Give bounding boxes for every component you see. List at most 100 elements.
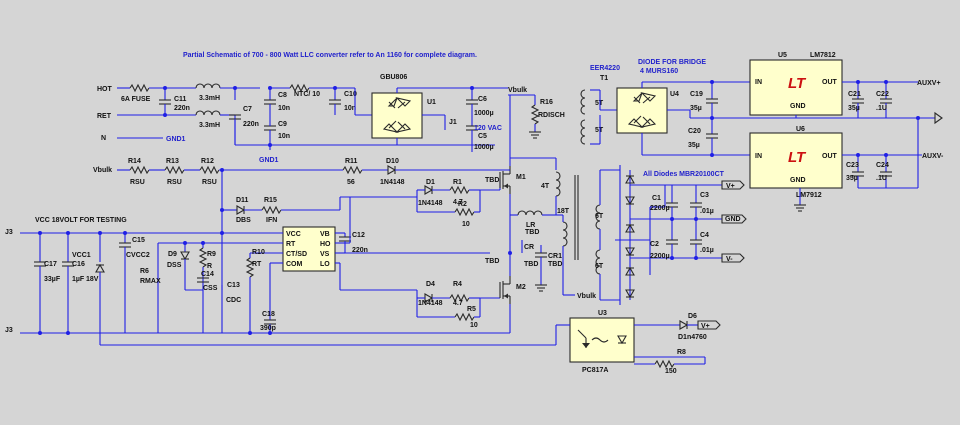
svg-text:.01µ: .01µ [700,208,714,215]
resistor-r11 [342,166,363,174]
capacitor-cr1 [534,252,548,258]
resistor-r15 [261,206,282,214]
svg-text:COM: COM [286,261,303,268]
svg-text:C11: C11 [174,96,187,103]
capacitor-c22 [879,98,893,104]
svg-text:C12: C12 [352,232,365,239]
svg-text:CR1: CR1 [548,253,562,260]
optocoupler-u3 [569,317,635,363]
svg-text:3.3mH: 3.3mH [199,95,220,102]
regulator-u5-lm7812 [749,59,843,116]
svg-text:CT/SD: CT/SD [286,251,307,258]
svg-text:10n: 10n [278,133,290,140]
svg-text:OUT: OUT [822,153,838,160]
svg-text:10: 10 [470,322,478,329]
svg-text:RSU: RSU [202,179,217,186]
svg-text:.1U: .1U [876,105,887,112]
capacitor-c20 [705,133,719,139]
svg-text:R4: R4 [453,281,462,288]
svg-text:C4: C4 [700,232,709,239]
svg-text:V-: V- [726,256,733,263]
svg-text:1µF: 1µF [72,276,85,283]
svg-text:C14: C14 [201,271,214,278]
svg-text:C24: C24 [876,162,889,169]
svg-text:D1n4760: D1n4760 [678,334,707,341]
svg-text:4T: 4T [541,183,550,190]
resistor-r9 [199,247,207,268]
svg-text:OUT: OUT [822,79,838,86]
svg-text:R16: R16 [540,99,553,106]
svg-text:IN: IN [755,79,762,86]
svg-text:C13: C13 [227,282,240,289]
svg-text:D6: D6 [688,313,697,320]
svg-text:CDC: CDC [226,297,241,304]
capacitor-c11 [158,99,172,105]
svg-text:U3: U3 [598,310,607,317]
svg-text:R1: R1 [453,179,462,186]
resistor-r14 [129,166,150,174]
svg-text:TBD: TBD [485,177,499,184]
svg-text:.01µ: .01µ [700,247,714,254]
capacitor-c9 [263,125,277,131]
svg-text:2200µ: 2200µ [650,253,670,260]
zener-d6 [679,320,688,330]
svg-text:GBU806: GBU806 [380,74,407,81]
svg-text:C6: C6 [478,96,487,103]
svg-text:CSS: CSS [203,285,218,292]
svg-text:4 MURS160: 4 MURS160 [640,68,678,75]
svg-text:GND: GND [790,177,806,184]
svg-text:1N4148: 1N4148 [380,179,405,186]
svg-text:C16: C16 [72,261,85,268]
svg-text:6T: 6T [595,213,604,220]
net-n: N [101,135,106,142]
svg-text:V+: V+ [701,323,710,330]
svg-text:35µ: 35µ [846,175,858,182]
svg-text:R13: R13 [166,158,179,165]
svg-text:D10: D10 [386,158,399,165]
inductor-top [195,83,221,89]
svg-text:T1: T1 [600,75,608,82]
svg-text:5T: 5T [595,127,604,134]
svg-text:J1: J1 [449,119,457,126]
svg-text:4.7: 4.7 [453,300,463,307]
capacitor-c3 [689,202,703,208]
svg-text:R12: R12 [201,158,214,165]
fuse [129,84,150,92]
svg-text:CVCC2: CVCC2 [126,252,150,259]
svg-text:AUXV+: AUXV+ [917,80,941,87]
capacitor-c21 [851,98,865,104]
svg-text:C2: C2 [650,241,659,248]
svg-text:R: R [207,263,212,270]
svg-text:IN: IN [755,153,762,160]
svg-text:GND1: GND1 [259,157,279,164]
svg-text:1N4148: 1N4148 [418,200,443,207]
svg-text:M2: M2 [516,284,526,291]
svg-text:J3: J3 [5,229,13,236]
svg-text:R2: R2 [458,201,467,208]
svg-text:220n: 220n [352,247,368,254]
svg-text:56: 56 [347,179,355,186]
svg-text:TBD: TBD [524,261,538,268]
svg-text:150: 150 [665,368,677,375]
svg-text:DBS: DBS [236,217,251,224]
svg-text:EER4220: EER4220 [590,65,620,72]
svg-text:C5: C5 [478,133,487,140]
svg-text:DIODE FOR BRIDGE: DIODE FOR BRIDGE [638,59,706,66]
svg-text:R15: R15 [264,197,277,204]
svg-text:1000µ: 1000µ [474,144,494,151]
svg-text:R11: R11 [345,158,358,165]
t1-aux-winding-1 [580,89,586,115]
svg-text:VCC: VCC [286,231,301,238]
svg-text:RT: RT [286,241,296,248]
svg-text:RDISCH: RDISCH [538,112,565,119]
svg-text:35µ: 35µ [688,142,700,149]
svg-text:220n: 220n [243,121,259,128]
svg-text:D9: D9 [168,251,177,258]
capacitor-c18 [263,319,277,325]
svg-text:C3: C3 [700,192,709,199]
svg-text:1000µ: 1000µ [474,110,494,117]
svg-text:18T: 18T [557,208,570,215]
svg-text:RSU: RSU [130,179,145,186]
svg-text:U6: U6 [796,126,805,133]
svg-text:AUXV-: AUXV- [922,153,944,160]
